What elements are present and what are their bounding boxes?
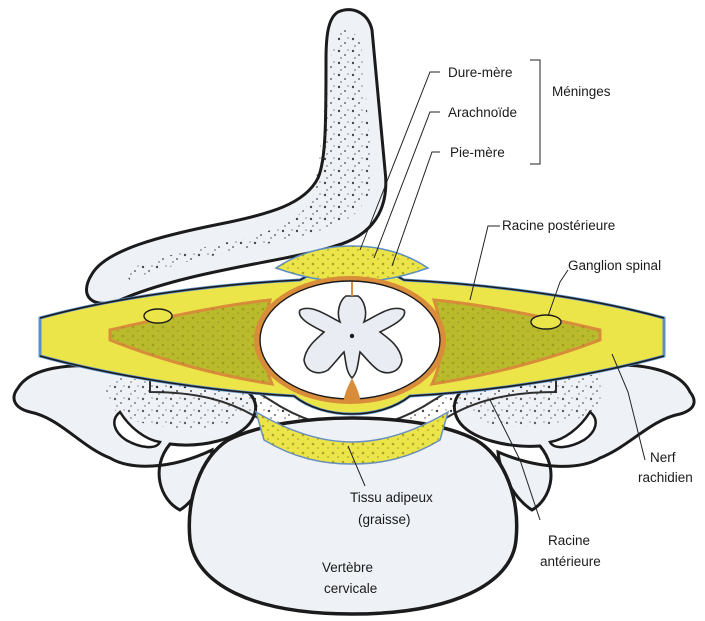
- label-racine-ant-line2: antérieure: [540, 554, 601, 569]
- label-vertebre-line1: Vertèbre: [322, 560, 373, 575]
- label-vertebre-line2: cervicale: [324, 581, 377, 596]
- leader-pie-mere: [392, 152, 440, 266]
- right-ganglion: [531, 315, 561, 329]
- label-pie-mere: Pie-mère: [450, 145, 505, 160]
- label-racine-ant-line1: Racine: [548, 533, 590, 548]
- label-dure-mere: Dure-mère: [448, 65, 513, 80]
- central-canal: [350, 334, 354, 338]
- label-meninges: Méninges: [552, 84, 611, 99]
- left-ganglion: [144, 309, 172, 323]
- label-racine-posterieure: Racine postérieure: [502, 218, 615, 233]
- label-tissu-line1: Tissu adipeux: [350, 490, 433, 505]
- label-tissu-line2: (graisse): [358, 512, 411, 527]
- meninges-bracket: [530, 60, 540, 164]
- spinal-cord: [254, 276, 446, 404]
- label-nerf-line1: Nerf: [650, 450, 676, 465]
- label-ganglion-spinal: Ganglion spinal: [568, 258, 661, 273]
- label-arachnoide: Arachnoïde: [448, 105, 517, 120]
- label-nerf-line2: rachidien: [638, 470, 693, 485]
